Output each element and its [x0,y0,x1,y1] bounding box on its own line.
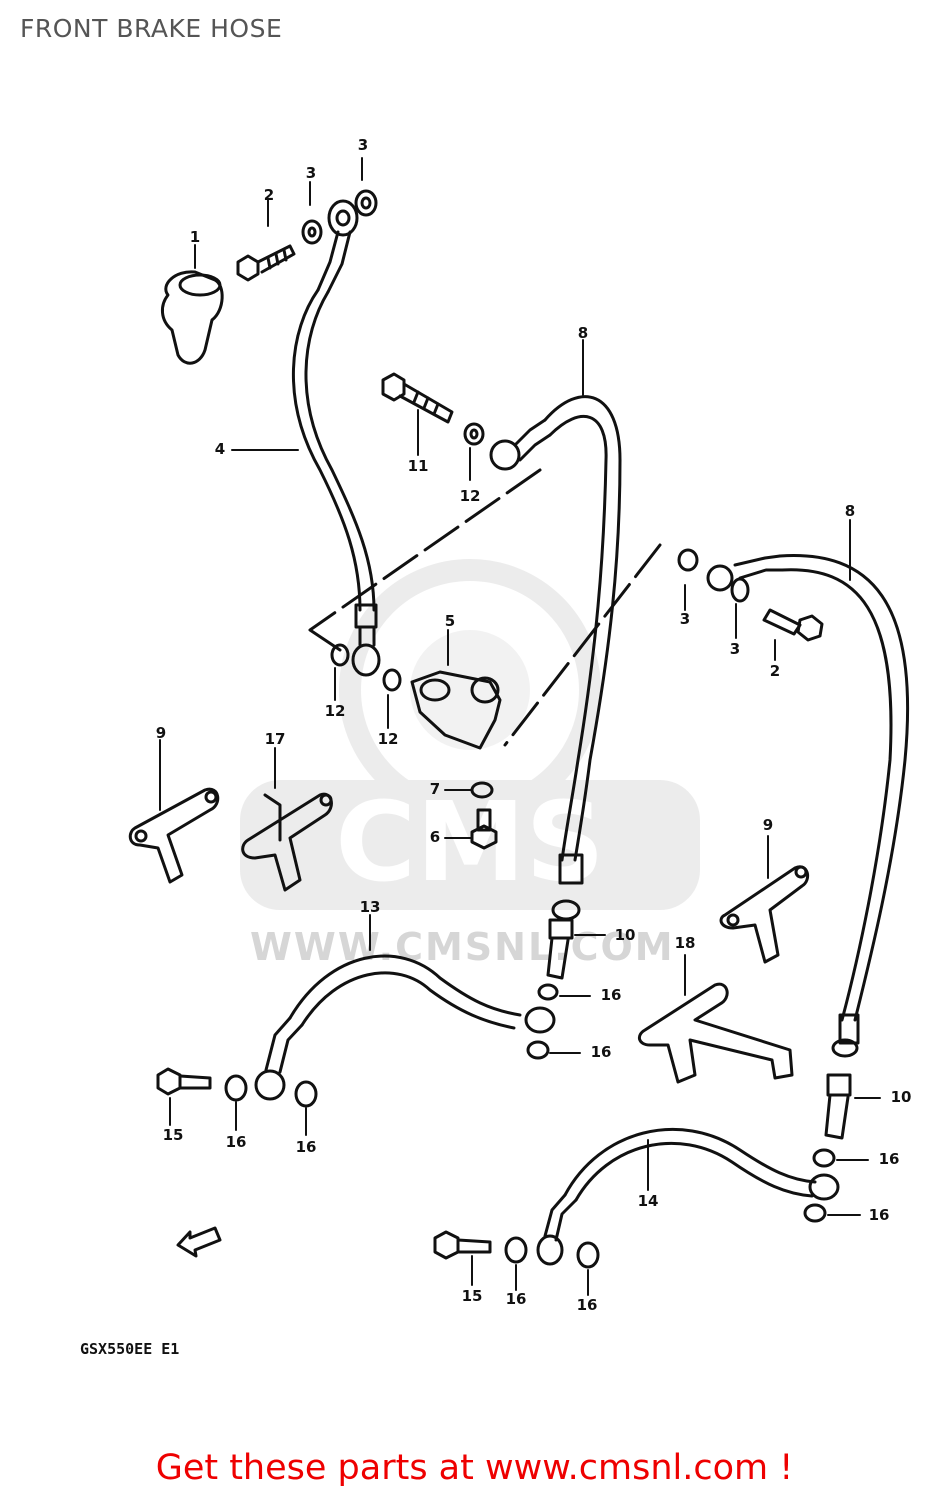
part-14-hose [536,1128,840,1266]
part-15-bolt-right [433,1230,492,1260]
part-6-bolt [470,808,498,850]
part-9-bracket-right [719,865,810,964]
callout-4: 4 [214,440,226,458]
callout-9: 9 [762,816,774,834]
part-16-washer-c [224,1074,248,1102]
callout-8: 8 [577,324,589,342]
callout-8: 8 [844,502,856,520]
part-2-bolt-top [236,244,296,282]
part-8-hose-left [489,395,622,921]
page-title: FRONT BRAKE HOSE [20,14,283,43]
part-1-cap [161,270,224,365]
callout-1: 1 [189,228,201,246]
part-11-bolt [381,372,454,424]
part-15-bolt-left [156,1067,212,1096]
callout-16: 16 [505,1290,527,1308]
part-12-washer-a [330,643,350,667]
part-12-washer-top [463,422,485,446]
front-direction-arrow [176,1226,222,1258]
part-16-washer-b [526,1040,550,1060]
part-16-washer-f [803,1203,827,1223]
callout-16: 16 [576,1296,598,1314]
part-3-washer-a [301,219,323,245]
callout-10: 10 [890,1088,912,1106]
callout-2: 2 [263,186,275,204]
callout-15: 15 [162,1126,184,1144]
part-12-washer-b [382,668,402,692]
part-16-washer-h [576,1241,600,1269]
callout-9: 9 [155,724,167,742]
callout-7: 7 [429,780,441,798]
part-18-bracket [637,982,794,1084]
part-9-bracket-left [128,787,220,884]
watermark-logo: CMS [240,559,700,910]
callout-13: 13 [359,898,381,916]
callout-16: 16 [590,1043,612,1061]
callout-16: 16 [295,1138,317,1156]
callout-2: 2 [769,662,781,680]
callout-11: 11 [407,457,429,475]
callout-16: 16 [878,1150,900,1168]
part-16-washer-g [504,1236,528,1264]
watermark-url: WWW.CMSNL.COM [250,925,675,969]
callout-3: 3 [729,640,741,658]
part-10-union-right [824,1073,852,1140]
part-7-washer [470,781,494,799]
callout-3: 3 [305,164,317,182]
callout-12: 12 [377,730,399,748]
callout-6: 6 [429,828,441,846]
callout-3: 3 [679,610,691,628]
callout-5: 5 [444,612,456,630]
callout-12: 12 [459,487,481,505]
callout-10: 10 [614,926,636,944]
callout-16: 16 [868,1206,890,1224]
part-10-union-left [546,918,574,980]
part-8-hose-right [706,554,910,1058]
model-code: GSX550EE E1 [80,1340,180,1358]
part-16-washer-a [537,983,559,1001]
watermark-logo-text: CMS [335,778,604,906]
callout-16: 16 [225,1133,247,1151]
part-17-bracket [241,792,333,892]
part-3-washer-c [677,548,699,572]
callout-15: 15 [461,1287,483,1305]
callout-16: 16 [600,986,622,1004]
callout-12: 12 [324,702,346,720]
part-16-washer-e [812,1148,836,1168]
part-2-bolt-right [762,608,824,642]
callout-18: 18 [674,934,696,952]
callout-17: 17 [264,730,286,748]
callout-3: 3 [357,136,369,154]
part-13-hose [254,954,556,1101]
part-3-washer-b [354,189,378,217]
part-4-hose [291,199,381,677]
cmsnl-shop-link[interactable]: Get these parts at www.cmsnl.com ! [155,1448,794,1488]
part-5-junction [410,670,502,750]
part-16-washer-d [294,1080,318,1108]
callout-14: 14 [637,1192,659,1210]
